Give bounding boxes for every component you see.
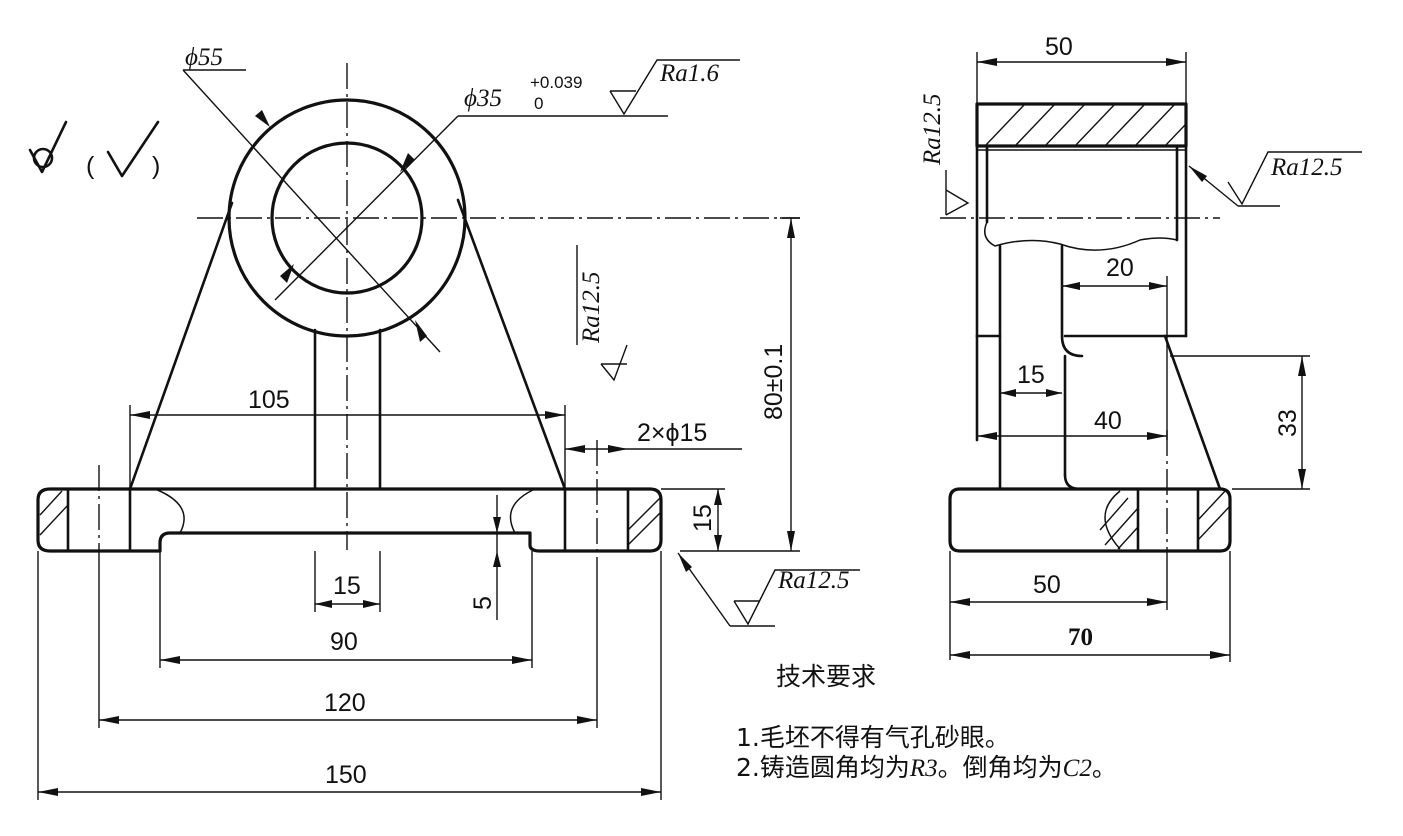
dim-side-40: 40 [1094, 407, 1122, 435]
roughness-ra12-5-front: Ra12.5 [578, 271, 605, 344]
notes-line-2-part-a: 2.铸造圆角均为 [736, 753, 910, 782]
roughness-ra12-5-bottom: Ra12.5 [777, 567, 850, 594]
general-roughness-close: ) [152, 152, 160, 180]
section-hatch-left [39, 490, 130, 548]
side-dimensions: 50 Ra12.5 Ra12.5 20 15 40 33 [919, 33, 1362, 662]
dim-80: 80±0.1 [760, 344, 788, 420]
general-roughness-open: ( [86, 152, 95, 180]
dim-holes: 2×ϕ15 [637, 419, 707, 447]
dim-side-33: 33 [1274, 409, 1302, 437]
dim-side-70: 70 [1068, 624, 1093, 651]
dim-phi35: ϕ35 [464, 85, 502, 112]
dim-phi55: ϕ55 [185, 44, 223, 71]
front-view [36, 63, 800, 560]
dim-120: 120 [324, 689, 366, 717]
roughness-ra12-5-side-right: Ra12.5 [1270, 154, 1343, 181]
dim-side-15: 15 [1017, 361, 1045, 389]
dim-90: 90 [330, 628, 358, 656]
dim-5: 5 [469, 596, 497, 610]
front-dimensions: ϕ55 ϕ35 +0.039 0 Ra1.6 105 2×ϕ15 Ra12.5 [37, 44, 860, 800]
notes-title: 技术要求 [776, 662, 877, 691]
section-hatch-top [984, 104, 1186, 146]
dim-150: 150 [325, 761, 367, 789]
notes-line-2: 2.铸造圆角均为R3。倒角均为C2。 [736, 753, 1117, 784]
section-hatch-side [1099, 497, 1139, 550]
dim-15-web: 15 [333, 572, 361, 600]
roughness-ra12-5-side-left: Ra12.5 [919, 93, 946, 166]
dim-side-50-bottom: 50 [1033, 571, 1061, 599]
notes-line-2-part-b: 。倒角均为 [937, 753, 1063, 782]
notes-line-1: 1.毛坯不得有气孔砂眼。 [736, 723, 1010, 752]
section-hatch-right [565, 495, 661, 546]
dim-phi35-tol-lower: 0 [534, 94, 543, 113]
dim-phi35-tol-upper: +0.039 [530, 73, 582, 92]
notes-line-2-part-d: 。 [1091, 753, 1117, 782]
notes-chamfer: C2 [1062, 755, 1092, 782]
dim-15-height: 15 [689, 504, 717, 532]
roughness-ra1-6: Ra1.6 [659, 60, 720, 87]
base-outline [36, 487, 663, 553]
dim-105: 105 [248, 386, 290, 414]
dim-side-50-top: 50 [1045, 33, 1073, 61]
notes-fillet-radius: R3 [909, 755, 938, 782]
side-view [940, 102, 1232, 560]
dim-side-20: 20 [1106, 254, 1134, 282]
general-roughness-symbol: ( ) [28, 120, 160, 180]
